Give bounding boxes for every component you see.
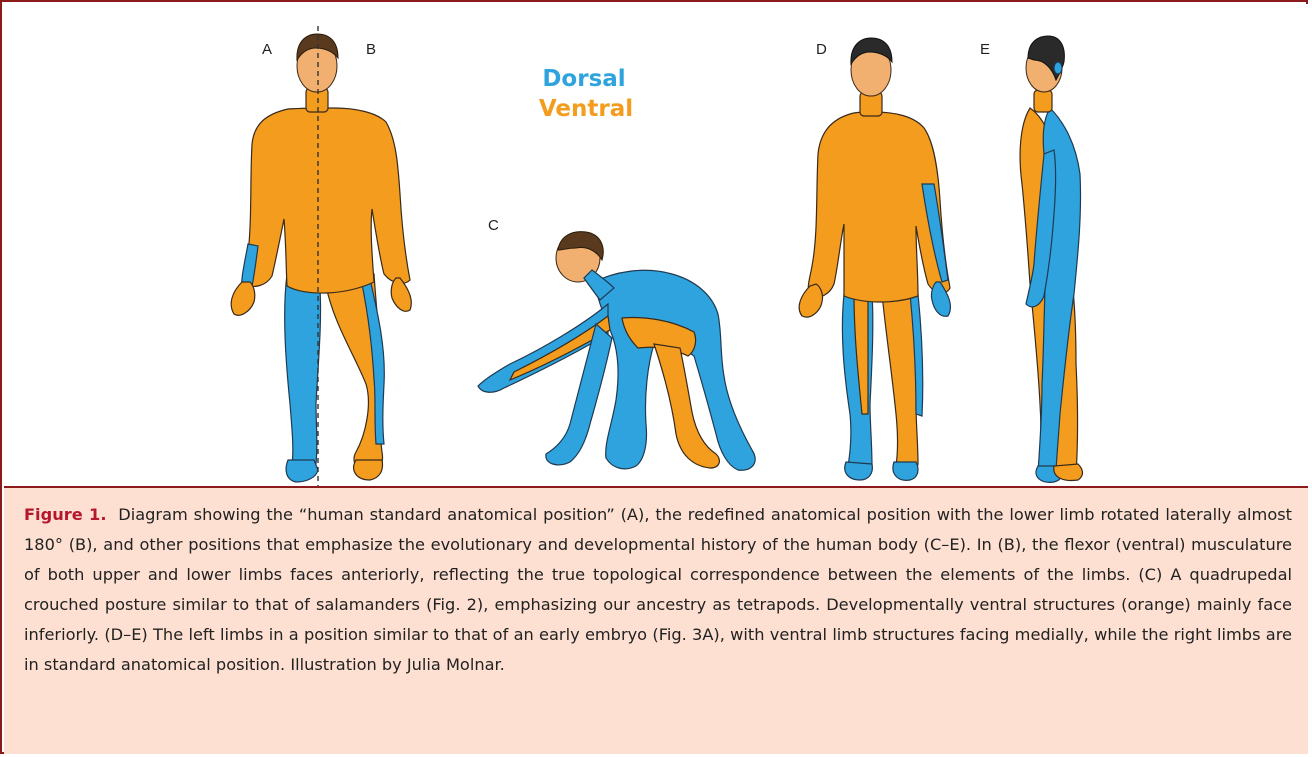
figure-label: Figure 1. bbox=[24, 505, 106, 524]
anatomy-illustration: .skin-o { fill:#f39c1e; stroke:#3a2a1a; … bbox=[4, 4, 1308, 486]
panel-letter-e: E bbox=[980, 41, 990, 58]
figure-e-neck bbox=[1034, 90, 1052, 112]
panel-letter-a: A bbox=[262, 41, 272, 58]
legend-dorsal: Dorsal bbox=[542, 66, 625, 92]
legend: Dorsal Ventral bbox=[539, 66, 633, 122]
figure-ab-torso bbox=[243, 108, 410, 293]
panel-letter-b: B bbox=[366, 41, 376, 58]
figure-d: D bbox=[799, 38, 950, 480]
figure-a-left-hand bbox=[231, 282, 255, 315]
figure-ab: A B bbox=[231, 26, 411, 486]
caption-body: Diagram showing the “human standard anat… bbox=[24, 505, 1292, 674]
figure-illustration: .skin-o { fill:#f39c1e; stroke:#3a2a1a; … bbox=[4, 4, 1308, 486]
figure-d-left-hand bbox=[799, 284, 822, 317]
figure-c: C bbox=[478, 217, 755, 470]
caption-paragraph: Figure 1. Diagram showing the “human sta… bbox=[24, 500, 1292, 680]
figure-a-left-foot bbox=[286, 460, 318, 482]
panel-letter-d: D bbox=[816, 41, 827, 58]
figure-e: E bbox=[980, 36, 1083, 482]
figure-e-ear bbox=[1054, 62, 1062, 74]
panel-letter-c: C bbox=[488, 217, 499, 234]
figure-d-right-foot bbox=[893, 462, 918, 480]
figure-b-right-hand bbox=[391, 278, 411, 311]
figure-b-right-foot bbox=[354, 460, 383, 480]
figure-caption: Figure 1. Diagram showing the “human sta… bbox=[4, 486, 1308, 754]
legend-ventral: Ventral bbox=[539, 96, 633, 122]
figure-d-left-foot bbox=[845, 462, 873, 480]
figure-a-left-leg bbox=[285, 274, 321, 470]
